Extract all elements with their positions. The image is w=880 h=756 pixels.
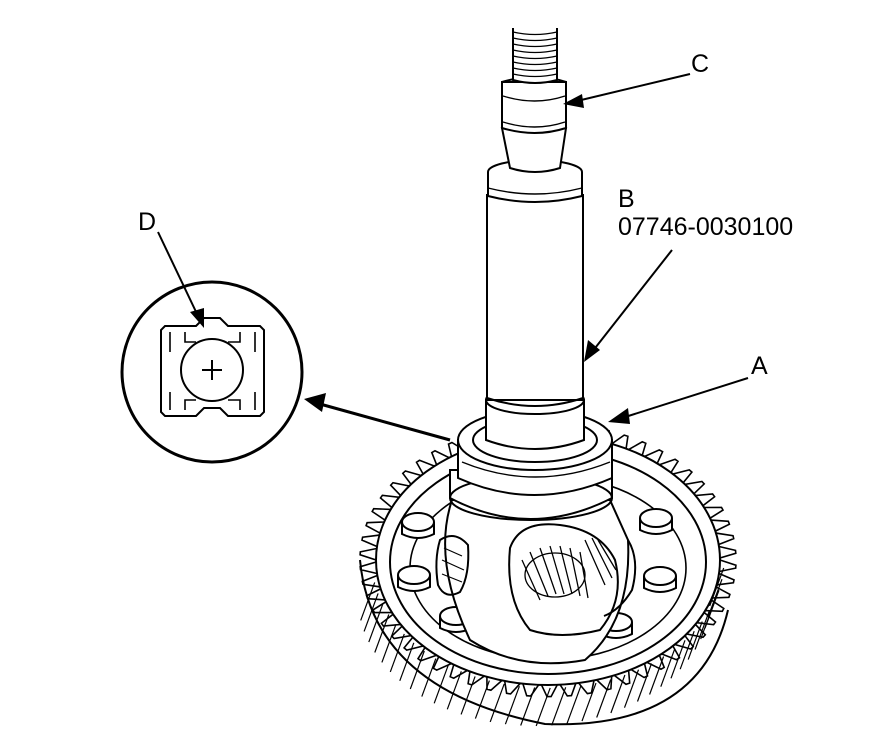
helix-line [596, 679, 612, 718]
bolt [639, 508, 673, 535]
gear-helix-lines [360, 567, 725, 727]
helix-line [360, 582, 376, 621]
helix-line [535, 687, 551, 727]
helix-line [374, 614, 390, 653]
helix-line [581, 682, 597, 722]
installer-tool [485, 159, 585, 450]
helix-line [694, 611, 710, 650]
helix-line [368, 603, 384, 643]
helix-line [649, 656, 665, 695]
carrier-right-post [603, 539, 637, 617]
thread-line [512, 37, 558, 42]
helix-line [636, 663, 653, 702]
helix-line [700, 600, 716, 640]
helix-line [474, 680, 490, 719]
callout-c: C [691, 50, 710, 78]
thread-line [512, 49, 558, 54]
helix-line [610, 674, 626, 714]
helix-line [489, 683, 505, 723]
helix-line [433, 665, 449, 704]
callout-a: A [751, 352, 768, 380]
helix-line [520, 687, 536, 726]
installer-shaft [486, 194, 584, 401]
leader-lines [157, 73, 749, 442]
helix-line [623, 669, 640, 708]
helix-line [399, 642, 415, 682]
helix-line [707, 578, 723, 618]
inset-crosshair [202, 360, 222, 380]
inset-bracket [160, 317, 265, 417]
helix-line [409, 650, 425, 690]
bolt [397, 565, 431, 592]
detail-pointer-arrow [319, 402, 451, 442]
leader-b [591, 249, 673, 353]
helix-line [363, 593, 379, 632]
driver-lower-taper [500, 127, 568, 173]
callout-b-part-number: 07746-0030100 [618, 213, 794, 241]
leader-d [157, 231, 199, 317]
detail-inset [120, 280, 304, 464]
bolt [401, 512, 435, 539]
thread-line [512, 55, 558, 60]
driver-attachment [500, 28, 568, 173]
thread-line [512, 43, 558, 48]
pinion-gear [521, 537, 617, 601]
callout-d: D [138, 208, 157, 236]
helix-line [389, 633, 405, 673]
helix-line [679, 630, 695, 670]
thread-line [512, 73, 558, 78]
helix-line [381, 624, 397, 663]
thread-line [512, 67, 558, 72]
helix-line [504, 685, 520, 725]
thread-line [512, 61, 558, 66]
helix-line [446, 671, 462, 710]
bolt [643, 566, 677, 593]
carrier-side-window [435, 535, 470, 596]
callout-b: B [618, 185, 635, 213]
ring-gear-lower-edge [359, 559, 729, 726]
thread-line [512, 31, 558, 36]
helix-line [421, 658, 437, 697]
helix-line [709, 567, 725, 607]
helix-line [687, 621, 703, 660]
helix-line [551, 687, 567, 726]
helix-line [460, 676, 476, 715]
differential-carrier [435, 499, 637, 665]
leader-a [621, 377, 749, 419]
helix-line [670, 640, 686, 679]
leader-c [576, 73, 691, 102]
driver-body [501, 81, 567, 134]
rod-threads [512, 31, 558, 78]
helix-line [660, 648, 676, 687]
helix-line [566, 685, 582, 724]
